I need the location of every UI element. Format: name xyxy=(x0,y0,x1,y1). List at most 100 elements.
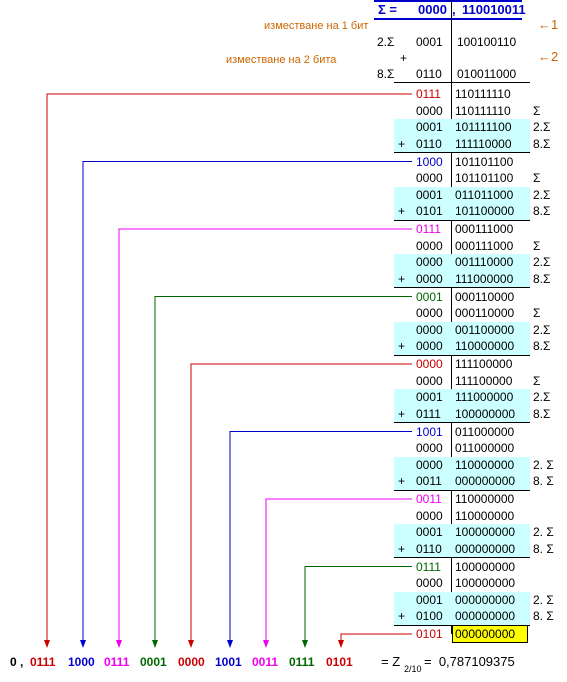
step-2-row-4-left: 0101 xyxy=(416,204,443,218)
step-7-underline xyxy=(394,557,530,558)
final-left: 0101 xyxy=(416,627,443,641)
step-4-row-3-left: 0000 xyxy=(416,322,443,337)
preface-right-2: 010011000 xyxy=(457,67,517,81)
step-4-row-3-tag: 2.Σ xyxy=(533,322,551,337)
step-7-row-1-right: 110000000 xyxy=(455,492,515,506)
step-5-row-2-tag: Σ xyxy=(533,373,541,388)
step-3-row-4-right: 111000000 xyxy=(455,271,514,286)
step-7-highlight xyxy=(394,524,530,557)
step-2-row-3-left: 0001 xyxy=(416,187,443,202)
step-4-row-4-right: 110000000 xyxy=(455,339,515,353)
result-prefix: 0 , xyxy=(10,655,24,669)
step-1-row-1-left: 0111 xyxy=(416,87,441,101)
step-8-row-2-right: 100000000 xyxy=(455,576,516,590)
arrow-head-6 xyxy=(227,640,233,648)
step-6-row-3-right: 110000000 xyxy=(455,457,515,472)
step-7-row-3-right: 100000000 xyxy=(455,525,516,539)
preface-mult-8: 8.Σ xyxy=(377,67,395,81)
result-digit-3: 0111 xyxy=(104,655,130,669)
step-4-row-4-left: 0000 xyxy=(416,339,443,353)
arrow-head-3 xyxy=(116,640,122,648)
step-2-row-2-right: 101101100 xyxy=(455,171,514,185)
arrow-line-2 xyxy=(82,161,412,646)
step-2-plus: + xyxy=(398,204,406,218)
preface-underline xyxy=(394,82,530,83)
step-6-row-4-tag: 8. Σ xyxy=(533,474,554,488)
final-right-box xyxy=(452,625,528,643)
step-1-row-4-tag: 8.Σ xyxy=(533,136,551,151)
step-3-underline xyxy=(394,287,530,288)
step-5-row-4-tag: 8.Σ xyxy=(533,406,551,421)
result-equals: = Z xyxy=(381,654,401,669)
shift1-note: изместване на 1 бит xyxy=(264,20,369,32)
step-3-row-4-tag: 8.Σ xyxy=(533,271,551,286)
step-3-row-4-left: 0000 xyxy=(416,271,443,286)
step-2-row-4-right: 101100000 xyxy=(455,204,515,218)
column-divider xyxy=(451,0,452,634)
arrow-line-4 xyxy=(154,296,412,646)
step-7-row-3-tag: 2. Σ xyxy=(533,525,554,539)
arrow-line-6 xyxy=(229,431,412,646)
preface-left-2: 0110 xyxy=(416,67,442,81)
step-8-row-1-right: 100000000 xyxy=(455,559,516,574)
step-5-row-3-tag: 2.Σ xyxy=(533,390,551,404)
step-2-row-3-tag: 2.Σ xyxy=(533,187,551,202)
arrow-line-8 xyxy=(304,566,412,646)
step-1-row-4-left: 0110 xyxy=(416,136,442,151)
step-5-row-2-left: 0000 xyxy=(416,373,443,388)
step-5-row-1-left: 0000 xyxy=(416,357,443,371)
step-3-row-1-right: 000111000 xyxy=(455,222,514,236)
arrow-head-9 xyxy=(338,640,344,648)
step-8-row-3-tag: 2. Σ xyxy=(533,592,554,607)
step-3-row-3-tag: 2.Σ xyxy=(533,255,551,269)
step-2-row-4-tag: 8.Σ xyxy=(533,204,551,218)
step-6-row-3-tag: 2. Σ xyxy=(533,457,554,472)
step-5-row-4-right: 100000000 xyxy=(455,406,516,421)
step-7-row-2-right: 110000000 xyxy=(455,508,515,523)
step-1-row-1-right: 110111110 xyxy=(455,87,511,101)
result-digit-6: 1001 xyxy=(215,655,242,669)
step-6-row-4-right: 000000000 xyxy=(455,474,516,488)
step-3-row-2-left: 0000 xyxy=(416,238,443,253)
step-1-row-4-right: 111110000 xyxy=(455,136,512,151)
arrow-line-9 xyxy=(340,633,412,646)
step-1-row-2-tag: Σ xyxy=(533,103,541,118)
arrow-line-5 xyxy=(190,363,412,646)
arrow-line-7 xyxy=(265,498,412,646)
step-8-row-4-left: 0100 xyxy=(416,609,443,623)
step-3-row-2-right: 000111000 xyxy=(455,238,514,253)
step-6-row-2-left: 0000 xyxy=(416,441,443,455)
step-8-row-4-tag: 8. Σ xyxy=(533,609,554,623)
step-5-plus: + xyxy=(398,406,406,421)
header-comma: , xyxy=(452,2,456,17)
step-6-plus: + xyxy=(398,474,406,488)
preface-plus: + xyxy=(400,51,408,65)
step-5-highlight xyxy=(394,389,530,422)
result-digit-2: 1000 xyxy=(68,655,95,669)
header-sigma: Σ = xyxy=(378,2,398,17)
step-2-row-3-right: 011011000 xyxy=(455,187,514,202)
step-3-highlight xyxy=(394,254,530,287)
step-4-row-2-tag: Σ xyxy=(533,306,541,320)
shift1-arrow: ←1 xyxy=(538,17,559,32)
arrow-head-4 xyxy=(152,640,158,648)
result-value: = 0,787109375 xyxy=(424,654,515,669)
step-4-row-1-left: 0001 xyxy=(416,289,443,304)
arrow-head-7 xyxy=(263,640,269,648)
result-digit-5: 0000 xyxy=(178,655,205,669)
step-5-underline xyxy=(394,422,530,423)
step-7-row-4-right: 000000000 xyxy=(455,541,516,556)
step-1-row-2-right: 110111110 xyxy=(455,103,511,118)
step-6-highlight xyxy=(394,456,530,490)
shift2-arrow: ←2 xyxy=(538,49,559,64)
step-1-underline xyxy=(394,152,530,153)
final-right: 000000000 xyxy=(455,627,516,641)
result-digit-4: 0001 xyxy=(140,655,167,669)
step-5-row-2-right: 111100000 xyxy=(455,373,513,388)
step-4-highlight xyxy=(394,321,530,355)
step-4-plus: + xyxy=(398,339,406,353)
preface-mult-2: 2.Σ xyxy=(377,35,395,49)
step-6-row-4-left: 0011 xyxy=(416,474,442,488)
step-8-row-2-left: 0000 xyxy=(416,576,443,590)
